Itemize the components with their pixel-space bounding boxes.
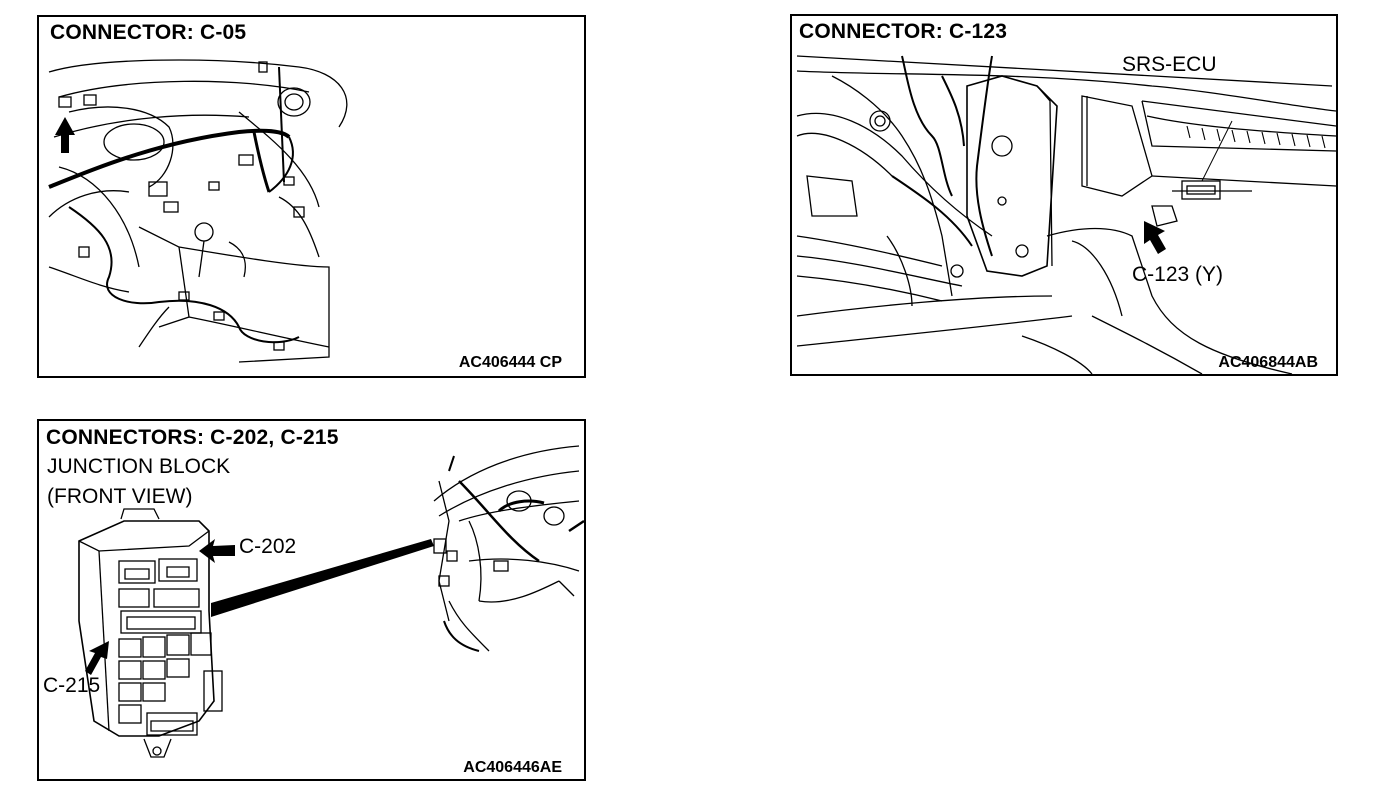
- junction-block-label: JUNCTION BLOCK: [47, 455, 231, 478]
- front-view-label: (FRONT VIEW): [47, 485, 193, 508]
- srs-ecu-location-drawing: [796, 55, 1336, 374]
- figure-code: AC406446AE: [463, 759, 562, 776]
- figure-code: AC406444 CP: [458, 354, 562, 371]
- panel-connectors-c202-c215: CONNECTORS: C-202, C-215 JUNCTION BLOCK …: [37, 419, 586, 781]
- panel-title: CONNECTOR: C-05: [50, 21, 247, 44]
- connector-c215-label: C-215: [43, 674, 101, 697]
- panel-title: CONNECTOR: C-123: [799, 20, 1008, 43]
- connector-c123-label: C-123 (Y): [1132, 263, 1224, 286]
- junction-block-drawing: [78, 445, 584, 758]
- panel-connector-c05: CONNECTOR: C-05 AC406444 CP: [37, 15, 586, 378]
- panel-connector-c123: CONNECTOR: C-123 SRS-ECU C-123 (Y) AC406…: [790, 14, 1338, 376]
- srs-ecu-label: SRS-ECU: [1122, 53, 1217, 76]
- dashboard-wiring-drawing: [48, 59, 348, 363]
- connector-c202-label: C-202: [239, 535, 297, 558]
- panel-title: CONNECTORS: C-202, C-215: [46, 426, 339, 449]
- figure-code: AC406844AB: [1218, 354, 1318, 371]
